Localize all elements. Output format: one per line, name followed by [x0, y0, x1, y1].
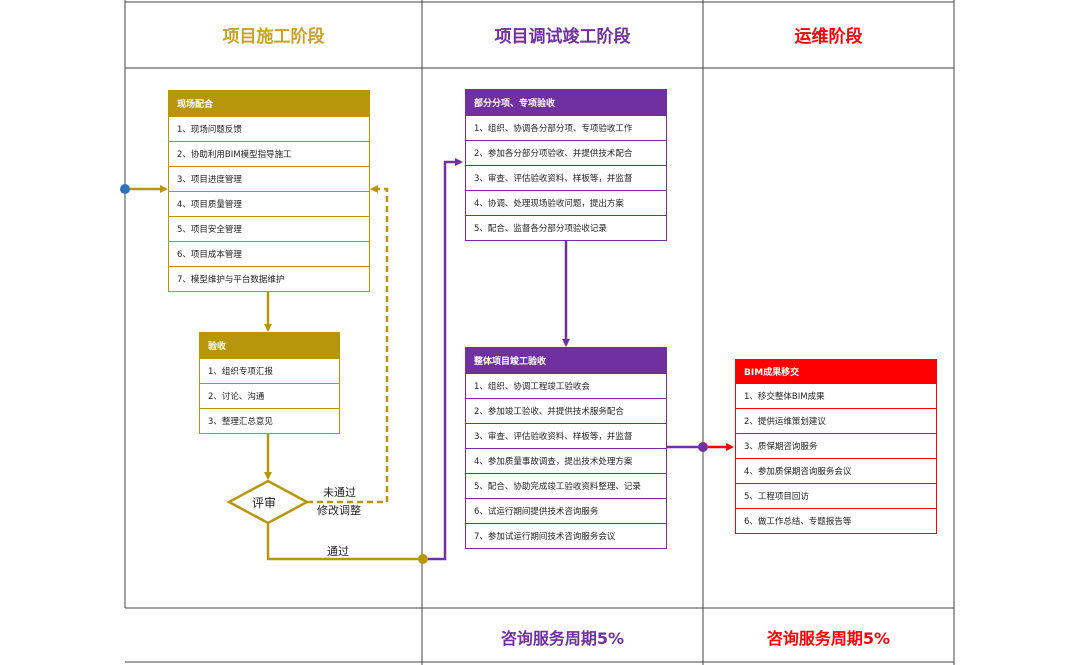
- table-grid: [124, 0, 955, 665]
- acceptance-box: 验收 1、组织专项汇报 2、讨论、沟通 3、整理汇总意见: [199, 332, 340, 434]
- list-item: 4、项目质量管理: [169, 191, 369, 216]
- list-item: 2、协助利用BIM模型指导施工: [169, 141, 369, 166]
- fail-loop-arrow: [307, 185, 389, 504]
- list-item: 5、工程项目回访: [736, 483, 936, 508]
- header-construction: 项目施工阶段: [222, 26, 325, 47]
- list-item: 1、组织专项汇报: [200, 358, 339, 383]
- list-item: 6、项目成本管理: [169, 241, 369, 266]
- box-title: 验收: [200, 333, 339, 358]
- list-item: 3、审查、评估验收资料、样板等，并监督: [466, 165, 666, 190]
- box-title: 现场配合: [169, 91, 369, 116]
- pass-label: 通过: [327, 545, 349, 558]
- list-item: 5、配合、协助完成竣工验收资料整理、记录: [466, 473, 666, 498]
- review-label: 评审: [252, 496, 277, 510]
- list-item: 4、参加质量事故调查，提出技术处理方案: [466, 448, 666, 473]
- header-operation: 运维阶段: [794, 26, 863, 47]
- bim-handover-box: BIM成果移交 1、移交整体BIM成果 2、提供运维策划建议 3、质保期咨询服务…: [735, 359, 937, 534]
- fail-label-line1: 未通过: [323, 486, 356, 499]
- list-item: 1、移交整体BIM成果: [736, 383, 936, 408]
- list-item: 1、现场问题反馈: [169, 116, 369, 141]
- box-title: BIM成果移交: [736, 360, 936, 383]
- partial-acceptance-box: 部分分项、专项验收 1、组织、协调各分部分项、专项验收工作 2、参加各分部分项验…: [465, 89, 667, 241]
- pass-to-partial-arrow: [428, 158, 463, 561]
- list-item: 6、做工作总结、专题报告等: [736, 508, 936, 533]
- list-item: 6、试运行期间提供技术咨询服务: [466, 498, 666, 523]
- list-item: 1、组织、协调工程竣工验收会: [466, 373, 666, 398]
- list-item: 2、提供运维策划建议: [736, 408, 936, 433]
- header-commissioning: 项目调试竣工阶段: [494, 26, 631, 47]
- list-item: 7、模型维护与平台数据维护: [169, 266, 369, 291]
- entry-dot: [120, 184, 130, 194]
- overall-acceptance-box: 整体项目竣工验收 1、组织、协调工程竣工验收会 2、参加竣工验收、并提供技术服务…: [465, 347, 667, 549]
- list-item: 3、整理汇总意见: [200, 408, 339, 433]
- pass-line: [266, 523, 421, 561]
- list-item: 2、参加各分部分项验收、并提供技术配合: [466, 140, 666, 165]
- list-item: 3、项目进度管理: [169, 166, 369, 191]
- list-item: 3、审查、评估验收资料、样板等，并监督: [466, 423, 666, 448]
- fail-label-line2: 修改调整: [317, 504, 361, 517]
- list-item: 2、讨论、沟通: [200, 383, 339, 408]
- list-item: 5、配合、监督各分部分项验收记录: [466, 215, 666, 240]
- list-item: 2、参加竣工验收、并提供技术服务配合: [466, 398, 666, 423]
- list-item: 4、参加质保期咨询服务会议: [736, 458, 936, 483]
- box-title: 整体项目竣工验收: [466, 348, 666, 373]
- list-item: 1、组织、协调各分部分项、专项验收工作: [466, 115, 666, 140]
- box-title: 部分分项、专项验收: [466, 90, 666, 115]
- footer-commissioning: 咨询服务周期5%: [500, 628, 625, 648]
- overall-junction-dot: [698, 442, 708, 452]
- pass-junction-dot: [418, 554, 428, 564]
- list-item: 3、质保期咨询服务: [736, 433, 936, 458]
- footer-operation: 咨询服务周期5%: [766, 628, 891, 648]
- list-item: 7、参加试运行期间技术咨询服务会议: [466, 523, 666, 548]
- site-coordination-box: 现场配合 1、现场问题反馈 2、协助利用BIM模型指导施工 3、项目进度管理 4…: [168, 90, 370, 292]
- list-item: 4、协调、处理现场验收问题，提出方案: [466, 190, 666, 215]
- list-item: 5、项目安全管理: [169, 216, 369, 241]
